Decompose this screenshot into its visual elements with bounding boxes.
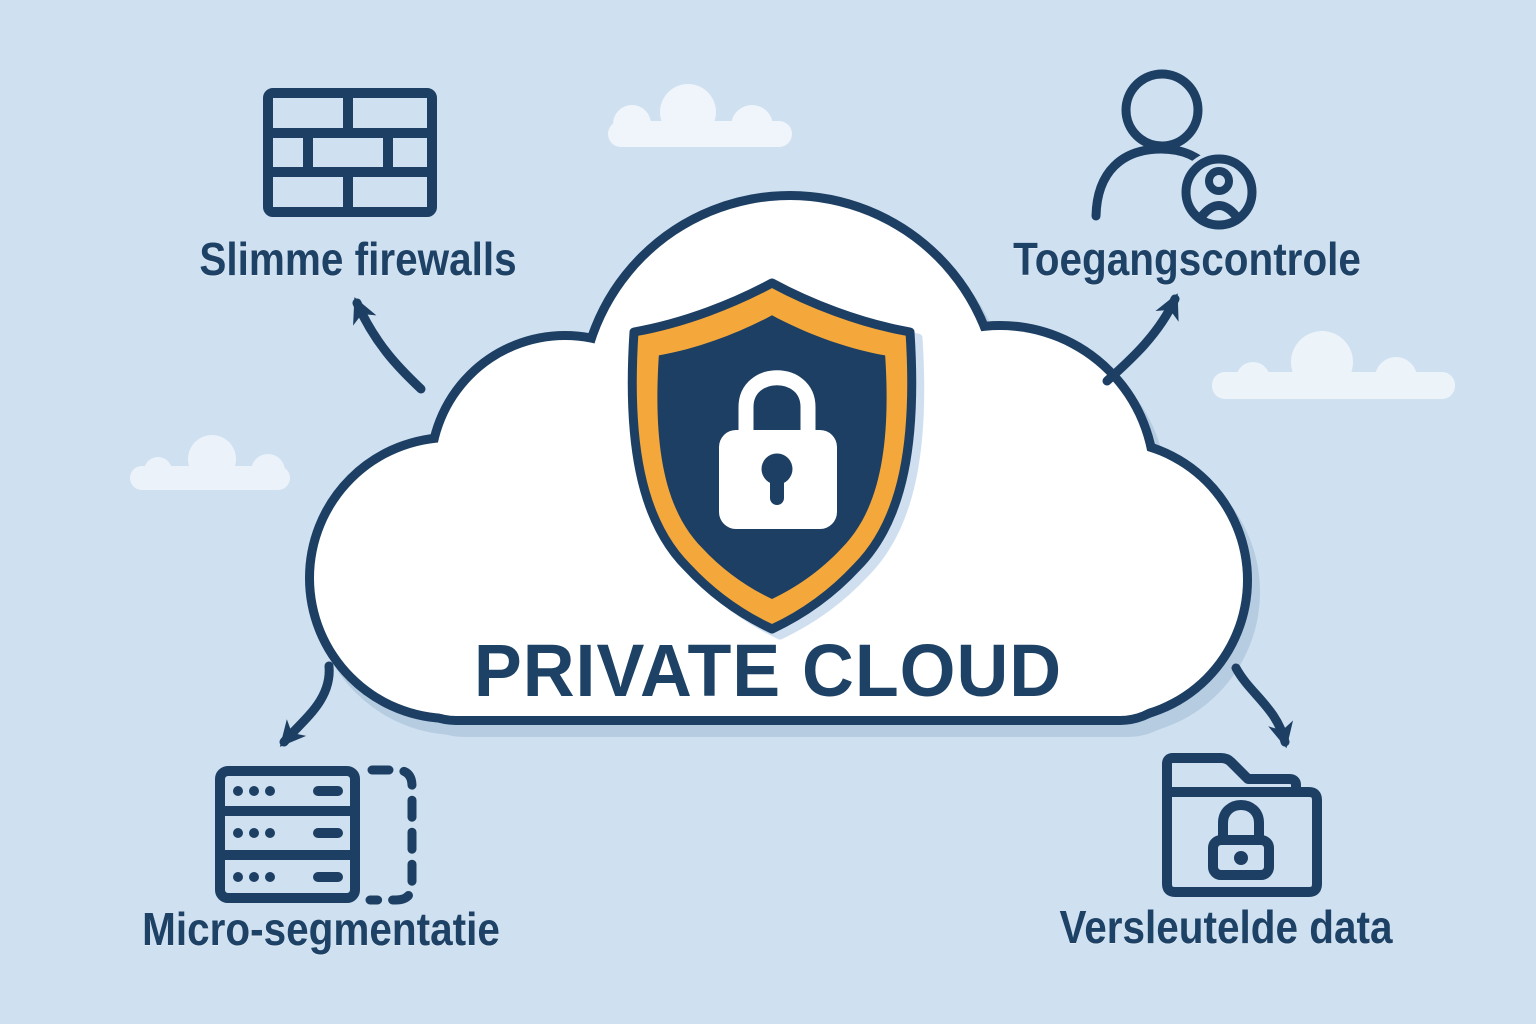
label-slimme-firewalls: Slimme firewalls — [199, 233, 517, 285]
label-toegangscontrole: Toegangscontrole — [1013, 233, 1361, 285]
folder-lock-dot — [1234, 851, 1248, 865]
keyhole-stem — [770, 473, 784, 505]
arrow-to-firewalls — [352, 297, 426, 394]
arrow-to-segmentation — [279, 661, 334, 747]
arrow-to-access-control — [1102, 293, 1180, 386]
folder-lock-shackle — [1218, 800, 1264, 839]
firewall-brick-wall-icon — [263, 88, 437, 217]
label-micro-segmentatie: Micro-segmentatie — [142, 903, 500, 955]
server-segmentation-icon — [215, 765, 417, 905]
background-cloud-left — [130, 435, 290, 490]
folder-lock-body — [1208, 835, 1274, 880]
padlock-shackle — [738, 370, 816, 437]
user-id-badge-icon — [1091, 69, 1260, 233]
background-cloud-right — [1212, 331, 1455, 399]
label-versleutelde-data: Versleutelde data — [1059, 901, 1393, 953]
background-cloud-top — [608, 84, 792, 147]
arrow-to-encrypted-data — [1231, 663, 1294, 749]
private-cloud-title: PRIVATE CLOUD — [473, 629, 1063, 712]
locked-folder-icon — [1162, 753, 1322, 897]
shield-lock-icon — [627, 278, 917, 634]
dashed-segment-outline — [365, 765, 417, 905]
keyhole — [761, 453, 793, 485]
